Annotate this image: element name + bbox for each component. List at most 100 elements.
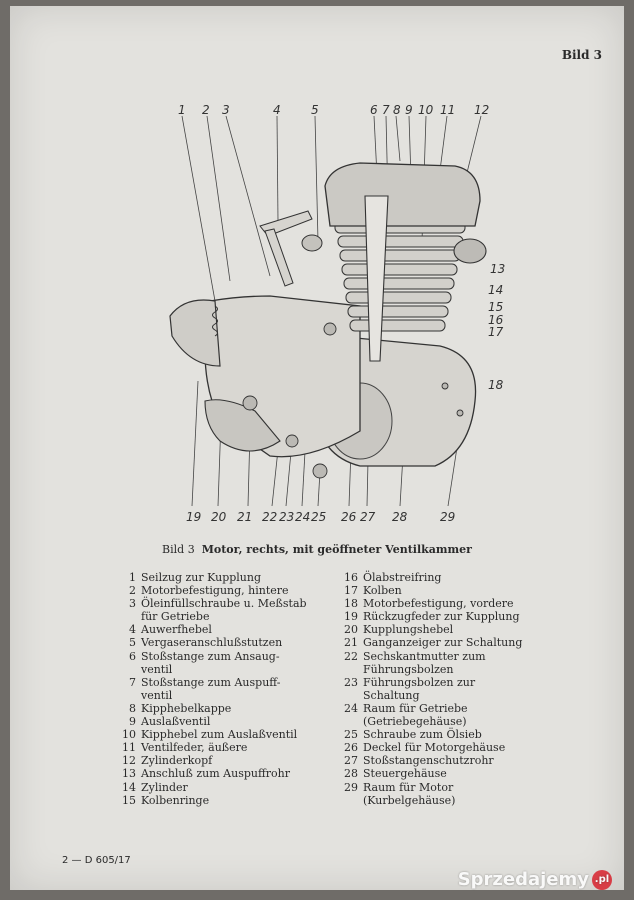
legend-number: 12	[122, 754, 136, 768]
legend-item: 25 Schraube zum Ölsieb	[332, 728, 552, 741]
legend-text: Deckel für Motorgehäuse	[363, 741, 506, 755]
legend-text: Ganganzeiger zur Schaltung	[363, 636, 523, 650]
legend-text: Stoßstange zum Ansaug- ventil	[141, 649, 280, 676]
watermark-text: Sprzedajemy	[457, 869, 589, 890]
legend-text: Schraube zum Ölsieb	[363, 728, 482, 742]
legend-text: Zylinderkopf	[141, 754, 213, 768]
legend-item: 24 Raum für Getriebe (Getriebegehäuse)	[332, 702, 552, 728]
legend-number: 28	[344, 767, 358, 781]
figure-number: 1	[178, 103, 186, 117]
legend-number: 2	[129, 584, 136, 598]
legend-item: 6 Stoßstange zum Ansaug- ventil	[110, 650, 330, 676]
legend-number: 5	[129, 636, 136, 650]
figure-number: 21	[237, 510, 252, 524]
figure-number: 15	[488, 300, 503, 314]
legend-text: Kipphebelkappe	[141, 701, 232, 715]
figure-number: 5	[311, 103, 319, 117]
watermark-badge: .pl	[592, 869, 612, 890]
legend-text: Zylinder	[141, 780, 188, 794]
legend-number: 7	[129, 675, 136, 689]
legend-item: 28 Steuergehäuse	[332, 767, 552, 780]
legend-number: 29	[344, 780, 358, 794]
legend-text: Stoßstange zum Auspuff- ventil	[141, 675, 281, 702]
legend-number: 25	[344, 728, 358, 742]
document-page: Bild 3	[10, 6, 624, 890]
legend-item: 12 Zylinderkopf	[110, 754, 330, 767]
figure-number: 7	[382, 103, 390, 117]
legend-item: 26 Deckel für Motorgehäuse	[332, 741, 552, 754]
legend-text: Anschluß zum Auspuffrohr	[141, 767, 291, 781]
legend-text: Öleinfüllschraube u. Meßstab für Getrieb…	[141, 597, 307, 624]
legend-item: 11 Ventilfeder, äußere	[110, 741, 330, 754]
figure-label: Bild 3	[561, 48, 602, 62]
legend-number: 21	[344, 636, 358, 650]
page-footer: 2 — D 605/17	[62, 855, 131, 866]
figure-number: 14	[488, 283, 503, 297]
legend-number: 11	[122, 741, 136, 755]
legend-number: 13	[122, 767, 136, 781]
figure-number: 2	[202, 103, 210, 117]
legend-number: 27	[344, 754, 358, 768]
legend-text: Auslaßventil	[141, 715, 211, 729]
figure-number: 4	[273, 103, 281, 117]
legend-number: 4	[129, 623, 136, 637]
legend-item: 2 Motorbefestigung, hintere	[110, 584, 330, 597]
caption-prefix: Bild 3	[162, 543, 195, 556]
legend-number: 6	[129, 649, 136, 663]
legend-number: 1	[129, 571, 136, 584]
figure-caption: Bild 3 Motor, rechts, mit geöffneter Ven…	[10, 543, 624, 556]
legend-item: 7 Stoßstange zum Auspuff- ventil	[110, 676, 330, 702]
legend-number: 17	[344, 584, 358, 598]
legend-item: 16 Ölabstreifring	[332, 571, 552, 584]
legend-item: 5 Vergaseranschlußstutzen	[110, 636, 330, 649]
legend-text: Sechskantmutter zum Führungsbolzen	[363, 649, 486, 676]
figure-number: 29	[440, 510, 455, 524]
legend-item: 21 Ganganzeiger zur Schaltung	[332, 636, 552, 649]
figure-number: 12	[474, 103, 489, 117]
legend-number: 9	[129, 715, 136, 729]
figure-number: 20	[211, 510, 227, 524]
legend-text: Motorbefestigung, vordere	[363, 597, 514, 611]
legend-number: 24	[344, 701, 358, 715]
legend-item: 8 Kipphebelkappe	[110, 702, 330, 715]
legend-number: 10	[122, 728, 136, 742]
legend-text: Rückzugfeder zur Kupplung	[363, 610, 520, 624]
legend-number: 16	[344, 571, 358, 584]
figure-number: 18	[488, 378, 504, 392]
legend-text: Kolben	[363, 584, 402, 598]
figure-number: 27	[360, 510, 376, 524]
legend-item: 9 Auslaßventil	[110, 715, 330, 728]
figure-number: 24	[295, 510, 310, 524]
legend-text: Vergaseranschlußstutzen	[141, 636, 283, 650]
figure-number: 8	[393, 103, 401, 117]
legend-number: 8	[129, 701, 136, 715]
legend-text: Kupplungshebel	[363, 623, 454, 637]
legend-text: Ölabstreifring	[363, 571, 442, 584]
legend-text: Stoßstangenschutzrohr	[363, 754, 494, 768]
figure-number: 3	[222, 103, 230, 117]
figure-number: 22	[262, 510, 277, 524]
legend-text: Raum für Getriebe (Getriebegehäuse)	[363, 701, 468, 729]
legend-item: 10 Kipphebel zum Auslaßventil	[110, 728, 330, 741]
figure-number: 17	[488, 325, 504, 339]
watermark-logo: Sprzedajemy .pl	[458, 869, 612, 890]
figure-number: 28	[392, 510, 408, 524]
legend-text: Kipphebel zum Auslaßventil	[141, 728, 298, 742]
figure-number: 13	[490, 262, 505, 276]
legend-text: Ventilfeder, äußere	[141, 741, 248, 755]
legend-item: 17 Kolben	[332, 584, 552, 597]
legend-text: Steuergehäuse	[363, 767, 447, 781]
legend-text: Motorbefestigung, hintere	[141, 584, 289, 598]
figure-number: 25	[311, 510, 326, 524]
legend-number: 26	[344, 741, 358, 755]
